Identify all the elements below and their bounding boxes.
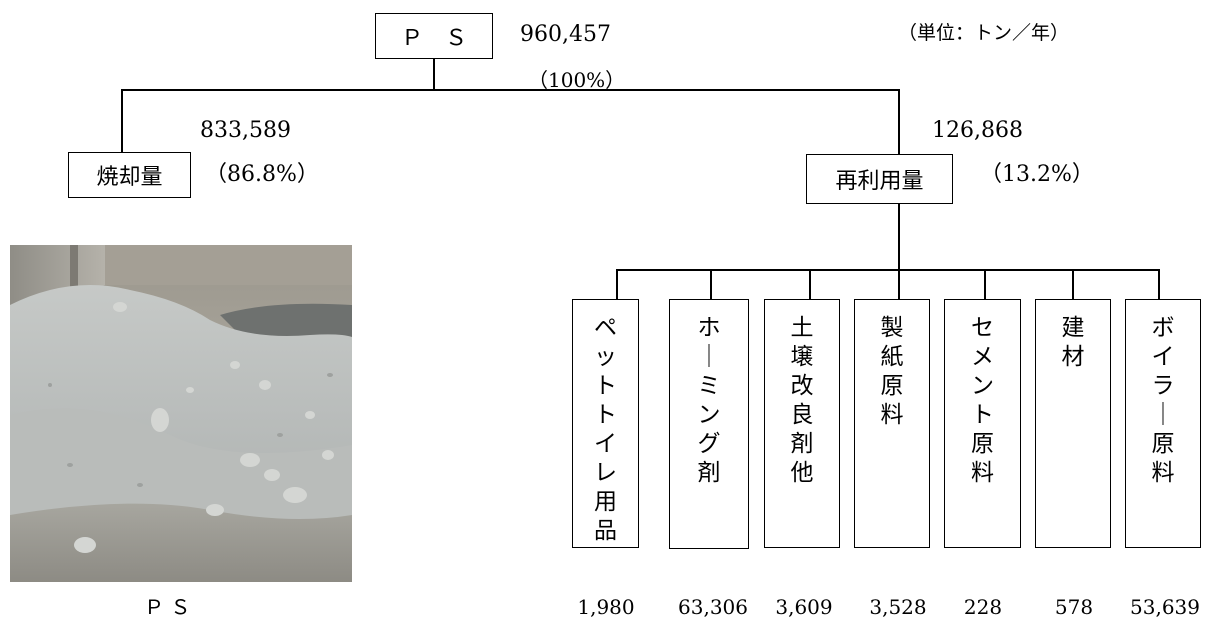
use-box-cement-material: セメント原料 bbox=[944, 299, 1021, 548]
root-ps-box: Ｐ Ｓ bbox=[375, 13, 493, 59]
use-box-pet-toilet: ペットトイレ用品 bbox=[572, 299, 639, 548]
use-label-paper-material: 製紙原料 bbox=[855, 314, 929, 430]
vertical-char: ミ bbox=[697, 373, 721, 399]
vertical-char: ｜ bbox=[1151, 402, 1175, 428]
vertical-char: ラ bbox=[1151, 373, 1175, 399]
vertical-char: 剤 bbox=[790, 431, 814, 457]
vertical-char: メ bbox=[971, 344, 994, 370]
vertical-char: ｜ bbox=[697, 344, 721, 370]
vertical-char: 原 bbox=[880, 373, 904, 399]
use-box-building-material: 建材 bbox=[1035, 299, 1111, 548]
vertical-char: ペ bbox=[594, 315, 617, 341]
use-drop-1 bbox=[616, 269, 618, 299]
vertical-char: 料 bbox=[880, 402, 904, 428]
photo-caption: Ｐ Ｓ bbox=[144, 595, 191, 619]
vertical-char: 材 bbox=[1061, 344, 1085, 370]
vertical-char: ト bbox=[594, 373, 617, 399]
use-box-foaming-agent: ホ ｜ ミング剤 bbox=[669, 299, 749, 549]
use-value-pet-toilet: 1,980 bbox=[577, 595, 635, 619]
vertical-char: 原 bbox=[971, 431, 994, 457]
vertical-char: ト bbox=[594, 402, 617, 428]
right-drop bbox=[898, 89, 900, 154]
vertical-char: 改 bbox=[790, 373, 814, 399]
use-box-paper-material: 製紙原料 bbox=[854, 299, 930, 548]
use-label-cement-material: セメント原料 bbox=[945, 314, 1020, 488]
vertical-char: 料 bbox=[971, 460, 994, 486]
vertical-char: 品 bbox=[594, 518, 617, 544]
top-horizontal bbox=[121, 89, 900, 91]
use-drop-2 bbox=[710, 269, 712, 299]
reuse-stem bbox=[898, 204, 900, 270]
vertical-char: 剤 bbox=[697, 460, 721, 486]
vertical-char: ン bbox=[971, 373, 994, 399]
use-drop-5 bbox=[984, 269, 986, 299]
vertical-char: イ bbox=[594, 431, 617, 457]
left-drop bbox=[121, 89, 123, 152]
vertical-char: レ bbox=[594, 460, 617, 486]
reuse-amount: 126,868 bbox=[932, 118, 1023, 143]
use-drop-4 bbox=[898, 269, 900, 299]
use-box-boiler-material: ボイラ ｜ 原料 bbox=[1125, 299, 1201, 548]
vertical-char: 紙 bbox=[880, 344, 904, 370]
use-drop-7 bbox=[1158, 269, 1160, 299]
vertical-char: グ bbox=[697, 431, 721, 457]
incineration-box: 焼却量 bbox=[68, 152, 191, 198]
use-label-pet-toilet: ペットトイレ用品 bbox=[573, 314, 638, 546]
use-value-building-material: 578 bbox=[1054, 595, 1094, 619]
use-value-boiler-material: 53,639 bbox=[1130, 595, 1200, 619]
use-value-foaming-agent: 63,306 bbox=[678, 595, 748, 619]
use-label-foaming-agent: ホ ｜ ミング剤 bbox=[670, 314, 748, 488]
unit-note: （単位：トン／年） bbox=[898, 22, 1070, 44]
use-value-paper-material: 3,528 bbox=[869, 595, 927, 619]
use-label-soil-improver: 土壌改良剤他 bbox=[765, 314, 839, 488]
use-value-soil-improver: 3,609 bbox=[775, 595, 833, 619]
vertical-char: イ bbox=[1151, 344, 1175, 370]
use-drop-3 bbox=[809, 269, 811, 299]
root-stem bbox=[433, 59, 435, 90]
ps-sludge-photo bbox=[10, 245, 352, 582]
vertical-char: 良 bbox=[790, 402, 814, 428]
vertical-char: 用 bbox=[594, 489, 617, 515]
incineration-percent: （86.8%） bbox=[205, 162, 319, 187]
root-percent: （100%） bbox=[528, 68, 626, 92]
vertical-char: 土 bbox=[790, 315, 814, 341]
uses-horizontal bbox=[616, 269, 1160, 271]
vertical-char: 壌 bbox=[790, 344, 814, 370]
root-ps-label: Ｐ Ｓ bbox=[400, 26, 467, 51]
incineration-amount: 833,589 bbox=[200, 118, 291, 143]
reuse-percent: （13.2%） bbox=[980, 162, 1094, 187]
use-value-cement-material: 228 bbox=[963, 595, 1003, 619]
vertical-char: セ bbox=[971, 315, 994, 341]
root-amount: 960,457 bbox=[520, 22, 611, 47]
vertical-char: ッ bbox=[594, 344, 617, 370]
vertical-char: ン bbox=[697, 402, 721, 428]
reuse-box: 再利用量 bbox=[806, 154, 953, 204]
incineration-label: 焼却量 bbox=[96, 165, 163, 190]
reuse-label: 再利用量 bbox=[835, 169, 924, 194]
vertical-char: 料 bbox=[1151, 460, 1175, 486]
vertical-char: 原 bbox=[1151, 431, 1175, 457]
vertical-char: ボ bbox=[1151, 315, 1175, 341]
vertical-char: ホ bbox=[697, 315, 721, 341]
use-drop-6 bbox=[1072, 269, 1074, 299]
use-label-building-material: 建材 bbox=[1036, 314, 1110, 372]
vertical-char: 建 bbox=[1061, 315, 1085, 341]
vertical-char: 製 bbox=[880, 315, 904, 341]
use-label-boiler-material: ボイラ ｜ 原料 bbox=[1126, 314, 1200, 488]
use-box-soil-improver: 土壌改良剤他 bbox=[764, 299, 840, 548]
vertical-char: 他 bbox=[790, 460, 814, 486]
vertical-char: ト bbox=[971, 402, 994, 428]
